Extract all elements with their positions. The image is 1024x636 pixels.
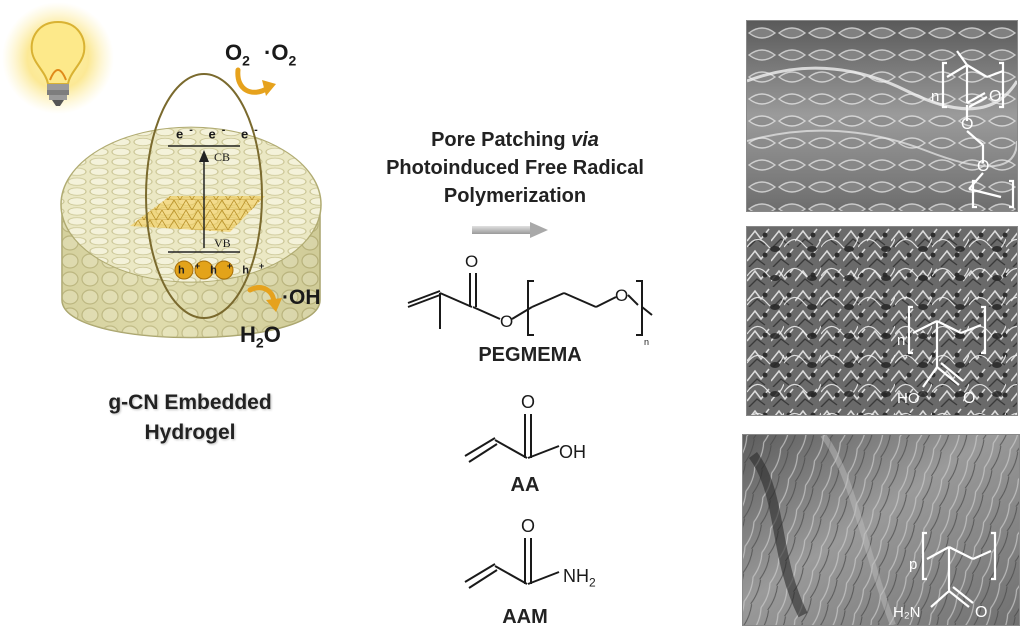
aam-structure: O NH2 <box>455 506 625 602</box>
sem1-ester-o: O <box>961 116 973 133</box>
sem-texture-3: p H₂N O <box>743 435 1019 625</box>
o2-reduction-arrow-icon <box>235 67 271 95</box>
sem2-repeat-n: n <box>897 332 905 349</box>
sem1-ether-o: O <box>977 158 989 175</box>
hydrogel-caption: g-CN Embedded Hydrogel <box>108 391 272 444</box>
aam-carbonyl-o: O <box>521 516 535 536</box>
sem3-amine: H₂N <box>893 604 921 621</box>
pegmema-ether-o: O <box>615 286 628 305</box>
pegmema-carbonyl-o: O <box>465 252 478 271</box>
band-diagram-ellipse <box>145 73 263 319</box>
sem-image-aam: p H₂N O <box>742 434 1020 626</box>
method-description: Pore Patching via Photoinduced Free Radi… <box>386 129 644 207</box>
aam-label: AAM <box>502 606 548 628</box>
superoxide-label: ·O2 <box>264 40 297 69</box>
cb-label: CB <box>214 150 231 164</box>
aa-carbonyl-o: O <box>521 392 535 412</box>
excitation-arrow-icon <box>199 150 209 162</box>
sem-texture-2: n HO O <box>747 227 1017 415</box>
pegmema-structure: O O O n <box>400 245 660 365</box>
process-arrow-icon <box>472 222 548 238</box>
pegmema-repeat-n: n <box>644 337 649 347</box>
sem3-repeat-p: p <box>909 556 917 573</box>
aa-structure: O OH <box>455 384 605 474</box>
sem2-carbonyl-o: O <box>963 390 975 407</box>
o2-label: O2 <box>225 40 250 69</box>
pegmema-skeleton: O O O n <box>407 252 653 347</box>
pegmema-label: PEGMEMA <box>478 344 582 366</box>
hydroxyl-radical-label: ·OH <box>282 286 321 309</box>
water-label: H2O <box>240 322 281 351</box>
sem2-hydroxyl: HO <box>897 390 920 407</box>
aa-label: AA <box>510 474 540 496</box>
sem3-carbonyl-o: O <box>975 604 987 621</box>
hydrogel-illustration <box>2 2 322 339</box>
sem-image-aa: n HO O <box>746 226 1018 416</box>
aa-skeleton: O OH <box>464 392 586 463</box>
aam-skeleton: O <box>464 516 560 589</box>
vb-label: VB <box>214 236 231 250</box>
aa-hydroxyl: OH <box>559 442 586 462</box>
electrons-label: e- e- e- <box>176 124 264 142</box>
pegmema-ester-o: O <box>500 312 513 331</box>
aam-amine: NH2 <box>563 566 596 590</box>
sem-image-pegmema: n O O O <box>746 20 1018 212</box>
holes <box>174 260 234 280</box>
sem1-repeat-n: n <box>931 88 939 105</box>
left-panel: O2 ·O2 e- e- e- CB VB h+h+h+ ·OH H2O g-C… <box>0 0 330 636</box>
light-bulb-icon <box>2 2 114 114</box>
sem-texture-1: n O O O <box>747 21 1017 211</box>
sem1-carbonyl-o: O <box>989 88 1001 105</box>
holes-label: h+h+h+ <box>178 261 275 277</box>
